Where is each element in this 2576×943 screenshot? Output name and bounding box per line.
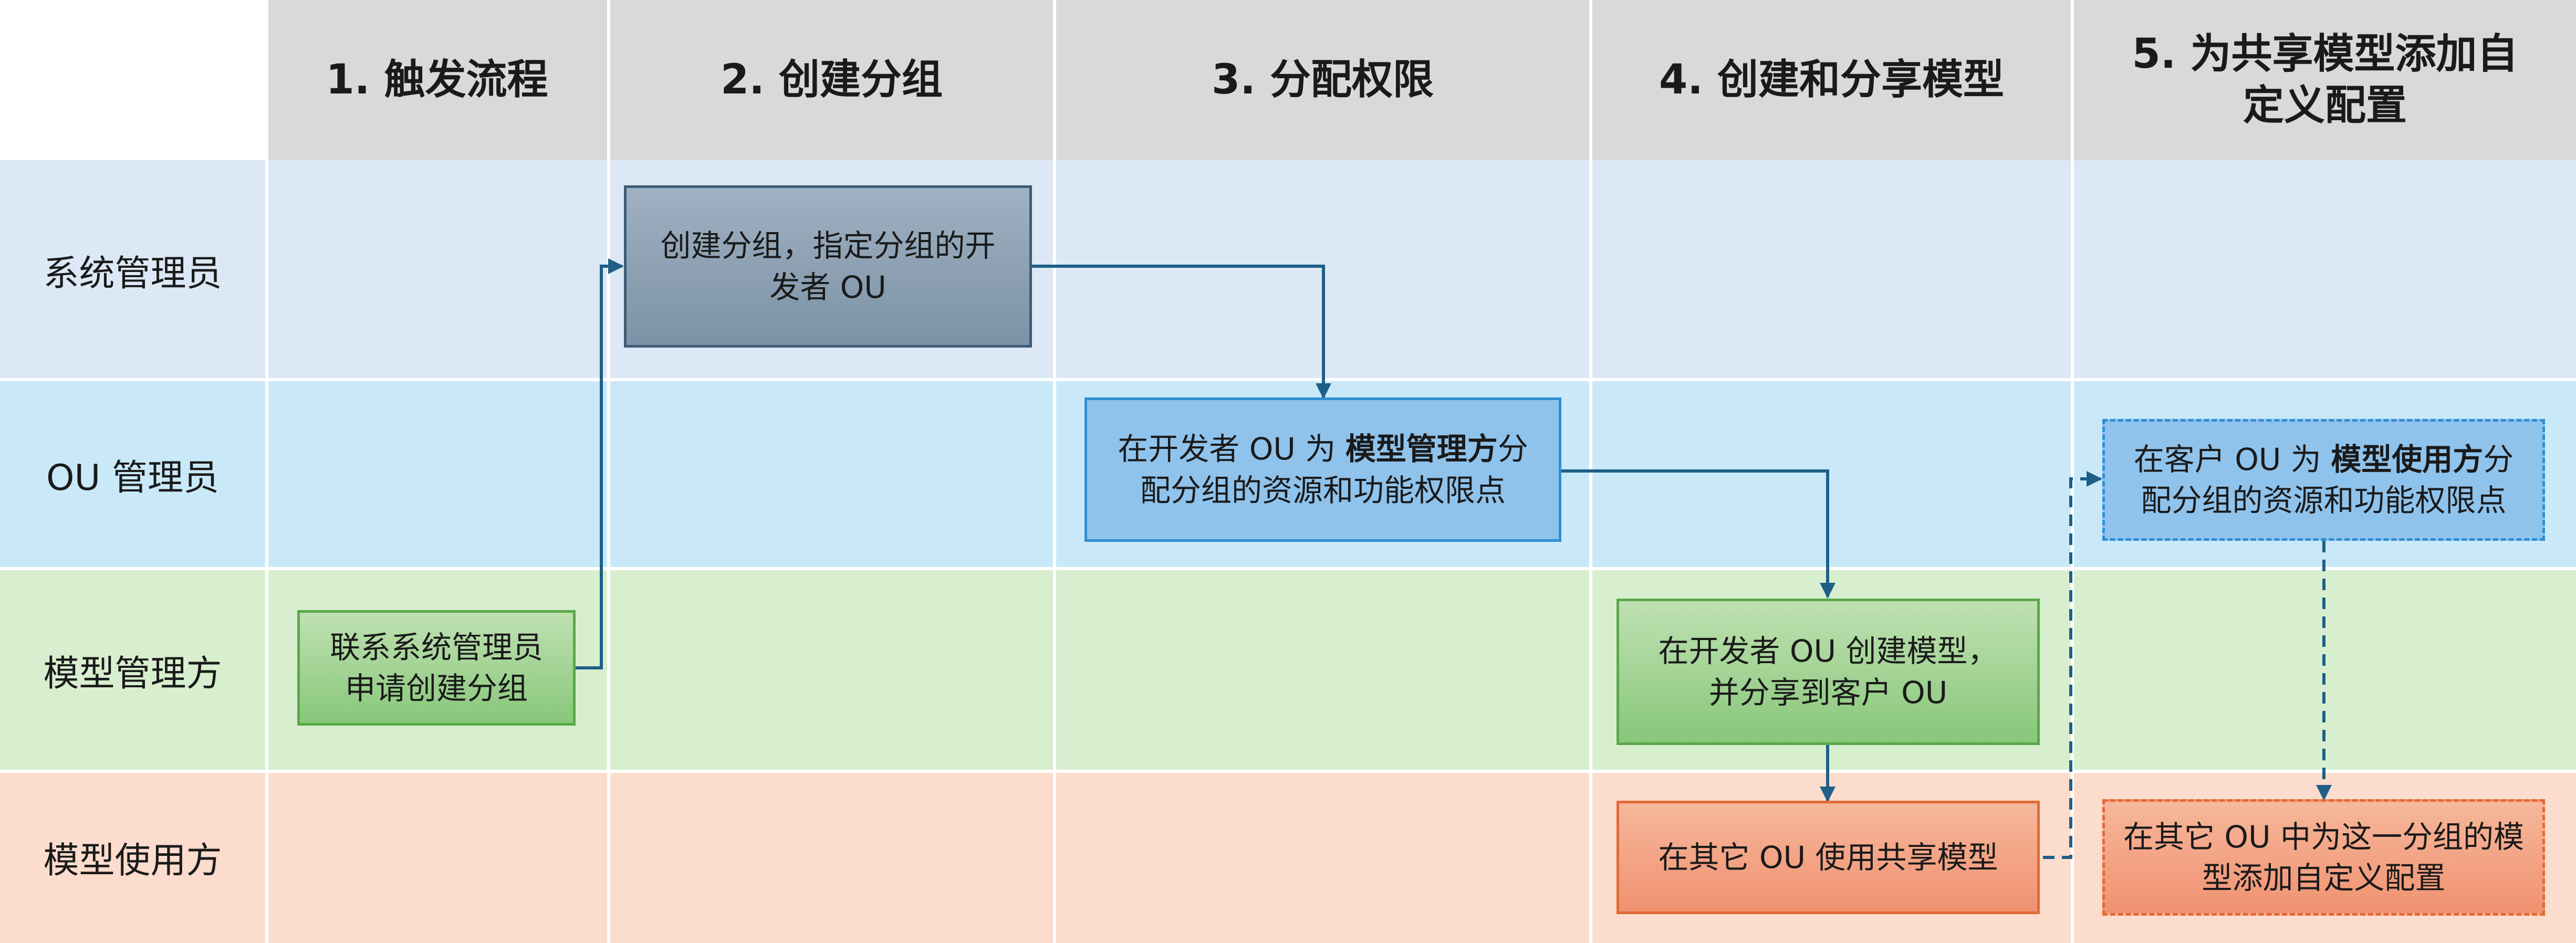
process-box-text: 创建分组，指定分组的开发者 OU [660, 228, 996, 305]
process-box-assign-dev-permission: 在开发者 OU 为 模型管理方分配分组的资源和功能权限点 [1084, 397, 1561, 542]
column-header-custom-config: 5. 为共享模型添加自定义配置 [2074, 0, 2576, 160]
lane-label-model-manager: 模型管理方 [43, 653, 222, 695]
connector-create-group-to-assign-dev [1032, 265, 1331, 399]
lane-label-model-user: 模型使用方 [43, 840, 222, 882]
grid-divider [0, 567, 2576, 570]
process-box-create-group: 创建分组，指定分组的开发者 OU [624, 185, 1032, 348]
process-box-text: 在其它 OU 中为这一分组的模型添加自定义配置 [2123, 819, 2524, 896]
connector-use-model-to-assign-client [2043, 471, 2102, 859]
column-header-assign-permission: 3. 分配权限 [1056, 0, 1589, 160]
process-box-assign-client-permission: 在客户 OU 为 模型使用方分配分组的资源和功能权限点 [2102, 419, 2545, 541]
grid-divider [0, 378, 2576, 381]
process-box-create-share-model: 在开发者 OU 创建模型，并分享到客户 OU [1616, 599, 2040, 745]
lane-band-system-admin [0, 160, 2576, 380]
column-header-trigger: 1. 触发流程 [267, 0, 607, 160]
column-header-create-group: 2. 创建分组 [610, 0, 1053, 160]
grid-divider [0, 770, 2576, 773]
process-box-use-shared-model: 在其它 OU 使用共享模型 [1616, 801, 2040, 914]
process-box-contact-admin: 联系系统管理员申请创建分组 [297, 610, 576, 726]
grid-divider [1053, 0, 1056, 943]
process-box-text: 在开发者 OU 为 模型管理方分配分组的资源和功能权限点 [1118, 431, 1528, 508]
process-box-text: 联系系统管理员申请创建分组 [329, 629, 543, 706]
process-box-text: 在客户 OU 为 模型使用方分配分组的资源和功能权限点 [2133, 441, 2514, 518]
grid-divider [2071, 0, 2074, 943]
lane-label-ou-admin: OU 管理员 [46, 457, 219, 499]
process-box-text: 在其它 OU 使用共享模型 [1658, 839, 1998, 875]
grid-divider [265, 0, 268, 943]
lane-label-system-admin: 系统管理员 [43, 253, 222, 295]
connector-assign-dev-to-create-model [1561, 469, 1835, 599]
column-header-create-share-model: 4. 创建和分享模型 [1592, 0, 2071, 160]
process-box-text: 在开发者 OU 创建模型，并分享到客户 OU [1658, 633, 1998, 710]
process-box-custom-config: 在其它 OU 中为这一分组的模型添加自定义配置 [2102, 799, 2545, 916]
connector-contact-to-create-group [576, 258, 624, 669]
grid-divider [607, 0, 610, 943]
